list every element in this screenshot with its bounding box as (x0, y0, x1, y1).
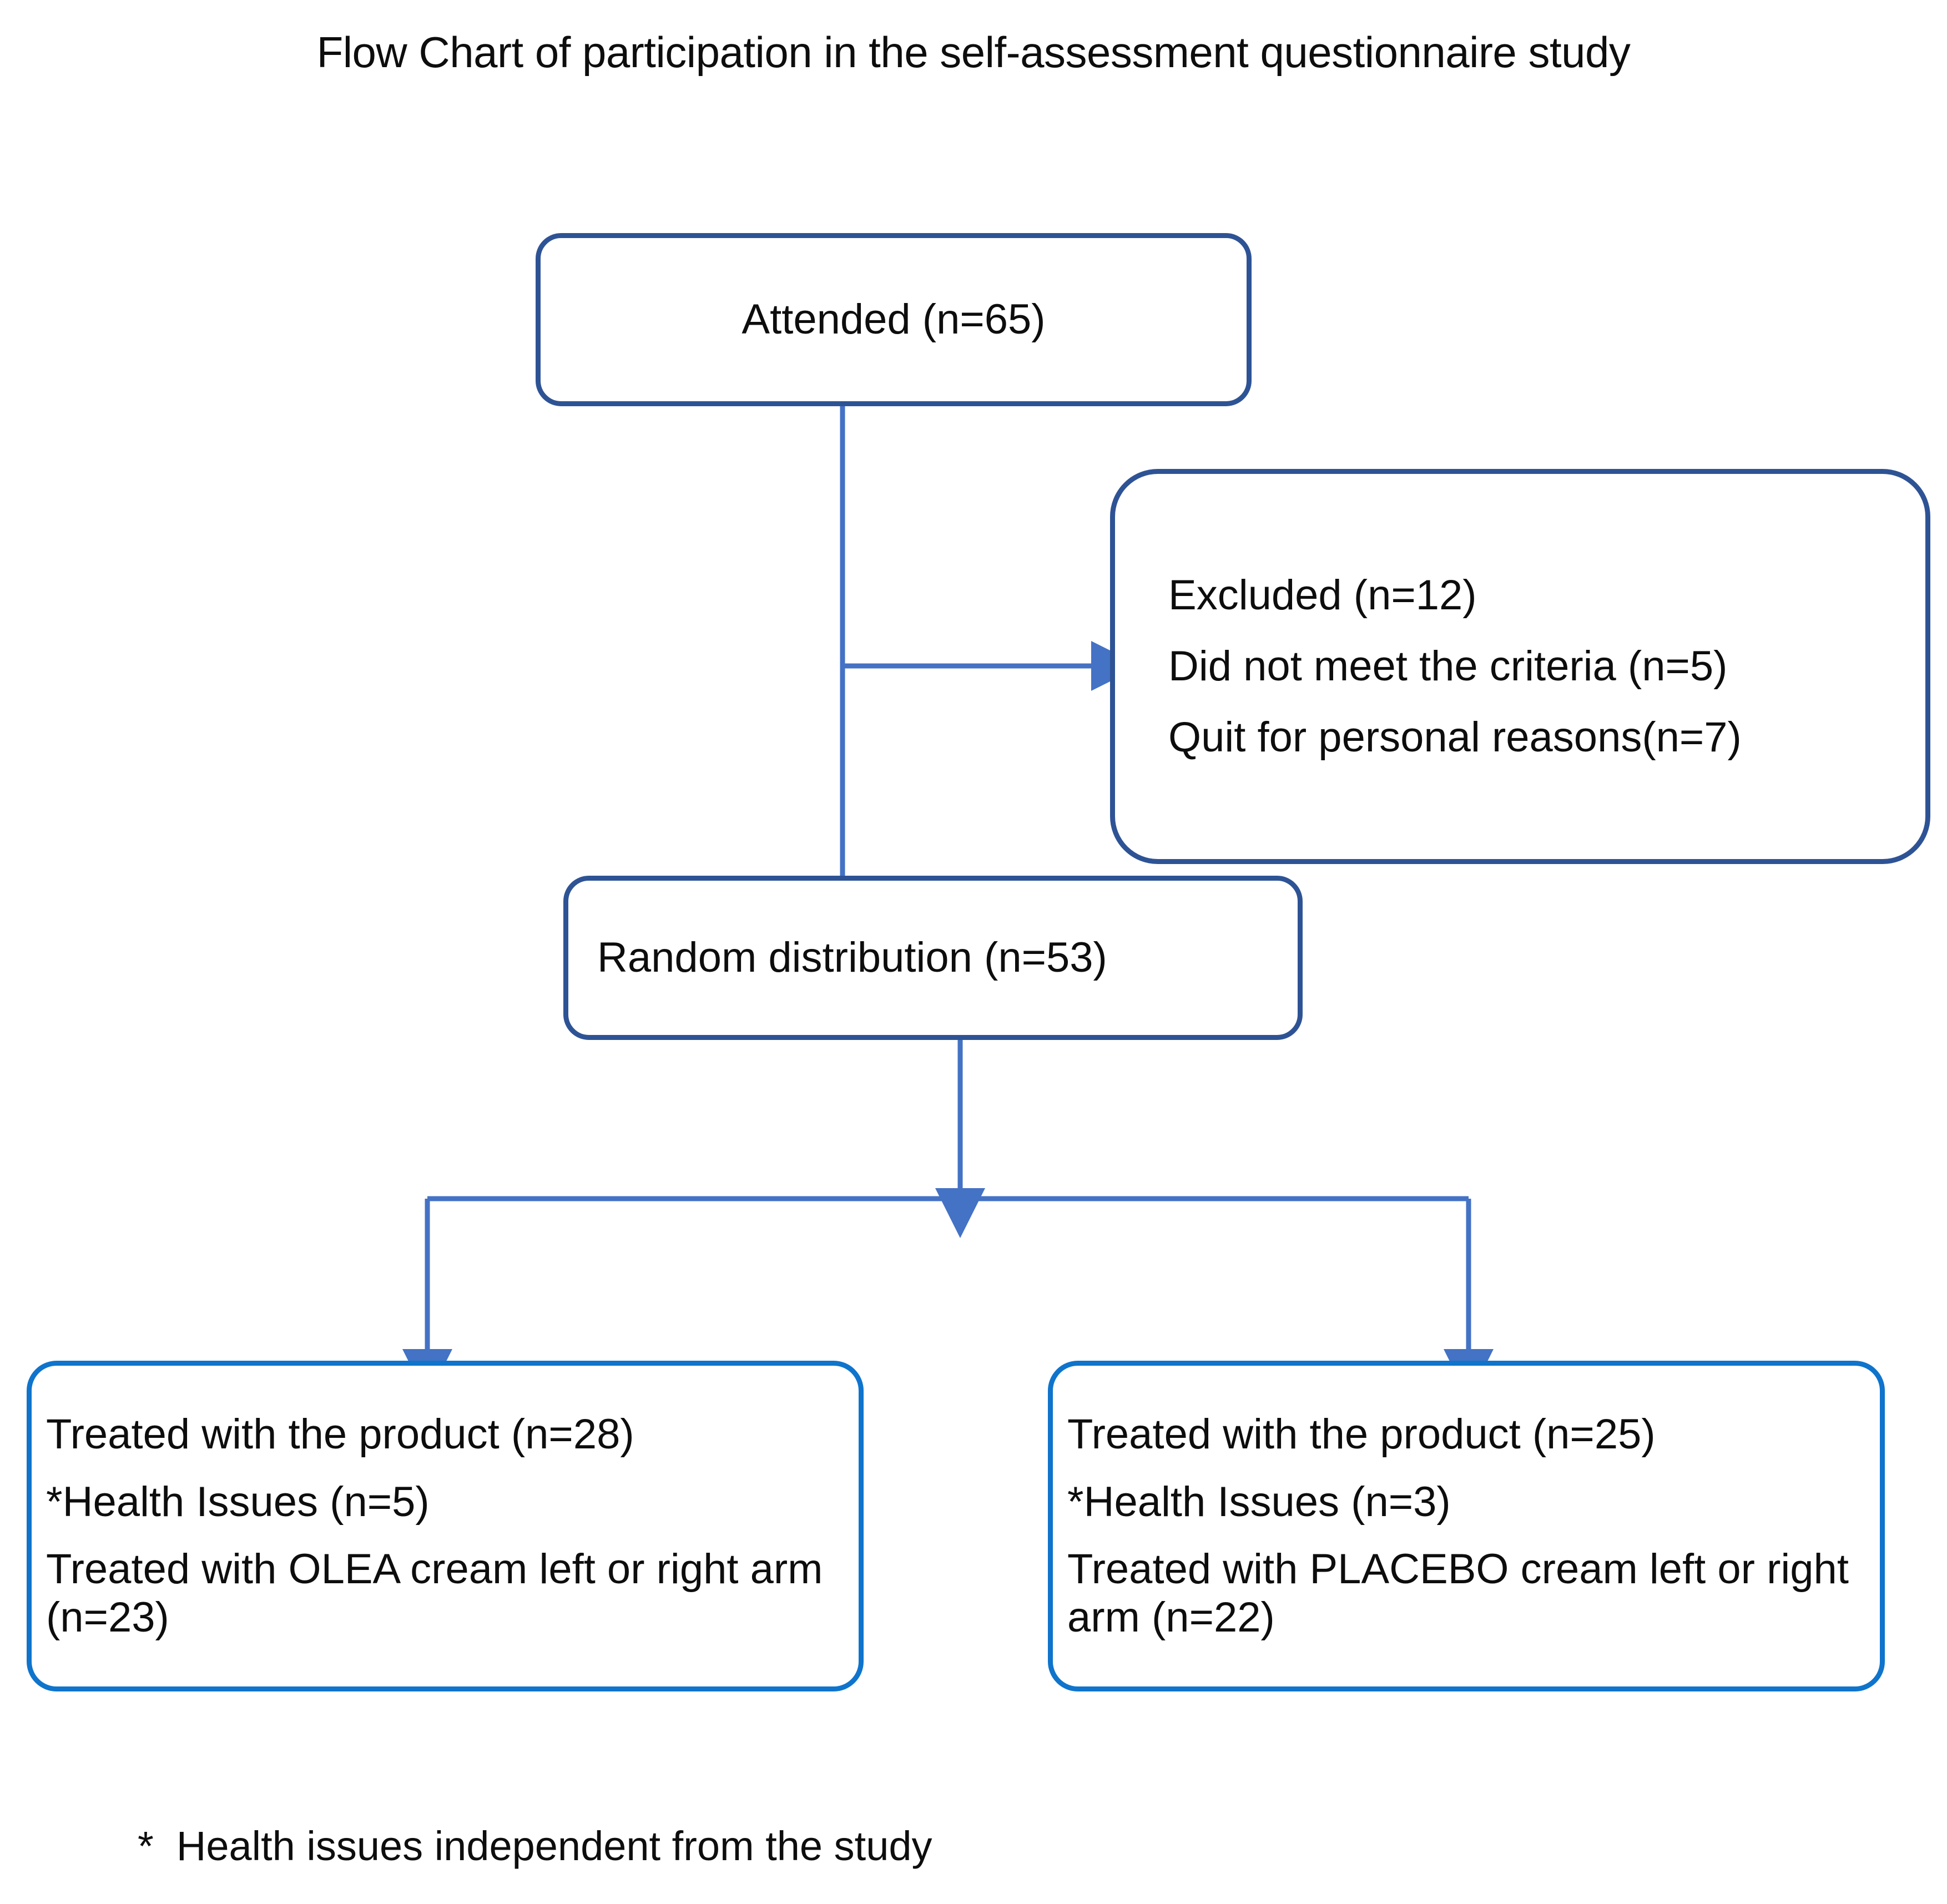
page-title: Flow Chart of participation in the self-… (316, 28, 1631, 77)
footnote: * Health issues independent from the stu… (138, 1823, 932, 1869)
node-excluded[interactable]: Excluded (n=12) Did not meet the criteri… (1110, 469, 1930, 864)
node-left-arm-line-1: Treated with the product (n=28) (46, 1411, 634, 1458)
node-excluded-line-1: Excluded (n=12) (1168, 572, 1477, 619)
node-right-arm-line-1: Treated with the product (n=25) (1067, 1411, 1656, 1458)
node-right-arm-line-2: *Health Issues (n=3) (1067, 1478, 1451, 1526)
node-right-arm-line-3: Treated with PLACEBO cream left or right… (1067, 1546, 1849, 1642)
node-attended-label: Attended (n=65) (742, 296, 1046, 343)
node-random-distribution-label: Random distribution (n=53) (597, 934, 1107, 981)
node-excluded-line-3: Quit for personal reasons(n=7) (1168, 714, 1742, 761)
node-left-arm-line-3: Treated with OLEA cream left or right ar… (46, 1546, 823, 1642)
node-right-arm[interactable]: Treated with the product (n=25) *Health … (1048, 1361, 1885, 1691)
node-random-distribution[interactable]: Random distribution (n=53) (563, 876, 1303, 1040)
node-excluded-line-2: Did not meet the criteria (n=5) (1168, 643, 1728, 690)
node-attended[interactable]: Attended (n=65) (536, 233, 1252, 406)
node-left-arm[interactable]: Treated with the product (n=28) *Health … (27, 1361, 864, 1691)
node-left-arm-line-2: *Health Issues (n=5) (46, 1478, 430, 1526)
